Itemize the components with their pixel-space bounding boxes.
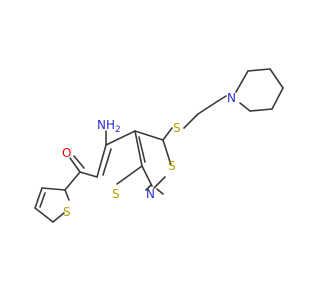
bond <box>271 87 284 110</box>
thiophene-sulfur-label: S <box>63 205 71 219</box>
bond <box>235 70 249 93</box>
bond <box>134 130 164 141</box>
bond <box>79 171 98 178</box>
bond <box>153 176 166 189</box>
molecule-structure-canvas: NH2 O S S N S S N <box>34 68 284 223</box>
bond <box>64 189 70 201</box>
bond <box>217 95 227 102</box>
bond <box>105 130 136 146</box>
bond <box>249 108 273 112</box>
bond <box>247 68 271 72</box>
bonds <box>34 68 284 223</box>
ring-nitrogen-label: N <box>146 187 155 201</box>
molecule-diagram: NH2 O S S N S S N <box>34 68 284 223</box>
bond <box>34 187 43 209</box>
piperidine-nitrogen-label: N <box>227 91 236 105</box>
amine-label: NH2 <box>97 118 121 135</box>
ketone-oxygen-label: O <box>62 146 71 160</box>
bond <box>64 171 81 191</box>
thioether-sulfur-label: S <box>173 121 181 135</box>
bond <box>239 102 251 112</box>
bond <box>69 157 81 173</box>
bond <box>141 165 153 187</box>
ring-sulfur-mid-label: S <box>112 187 120 201</box>
bond <box>162 139 172 166</box>
bond <box>134 130 143 167</box>
bond <box>116 165 143 185</box>
bond <box>34 207 54 223</box>
bond <box>96 144 107 178</box>
bond <box>52 212 65 223</box>
bond <box>39 192 46 208</box>
bond <box>41 187 66 191</box>
bond <box>102 148 112 176</box>
bond <box>145 184 152 191</box>
ring-sulfur-top-label: S <box>168 159 176 173</box>
bond <box>269 68 284 89</box>
bond <box>197 100 219 115</box>
bond <box>73 155 85 169</box>
bond <box>138 136 146 163</box>
atom-labels: NH2 O S S N S S N <box>62 91 236 219</box>
bond <box>156 188 164 195</box>
bond <box>162 127 173 141</box>
bond <box>183 113 199 129</box>
